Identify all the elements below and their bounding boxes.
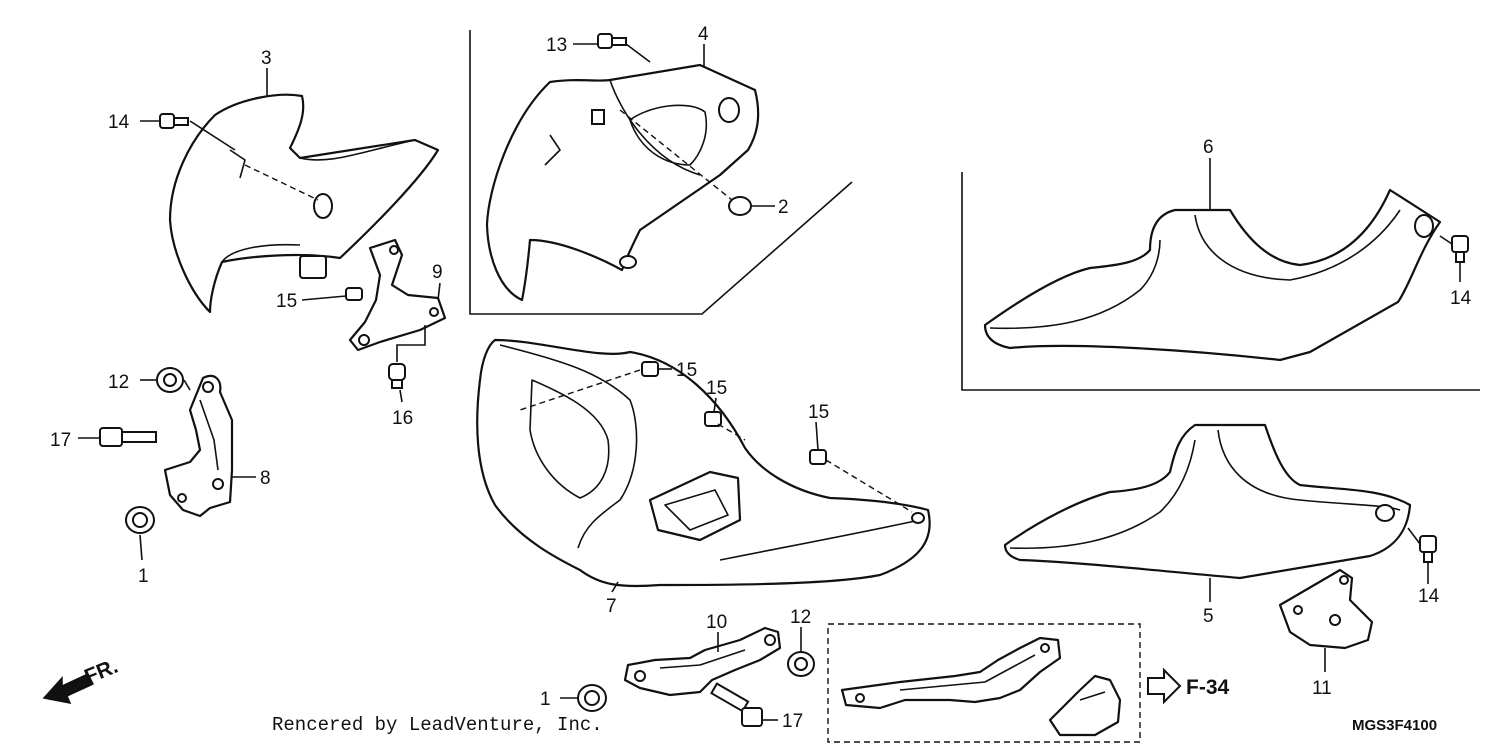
callout-15-center-c: 15 bbox=[808, 402, 829, 423]
callout-11: 11 bbox=[1312, 678, 1332, 699]
front-arrow-label: FR. bbox=[81, 655, 121, 689]
screw-14-lower-right[interactable] bbox=[1419, 535, 1437, 563]
callout-15-center-b: 15 bbox=[706, 378, 727, 399]
bolt-17-lower[interactable] bbox=[710, 682, 763, 727]
grommet-1-lower[interactable] bbox=[577, 684, 607, 712]
screw-14-upper-right[interactable] bbox=[1451, 235, 1469, 263]
right-frame bbox=[961, 172, 1480, 391]
clip-2[interactable] bbox=[728, 196, 752, 216]
screw-15-center-b[interactable] bbox=[704, 411, 722, 427]
screw-15-center-c[interactable] bbox=[809, 449, 827, 465]
callout-10: 10 bbox=[706, 612, 727, 633]
screw-16[interactable] bbox=[388, 363, 406, 389]
screw-15-left[interactable] bbox=[345, 287, 363, 301]
callout-2: 2 bbox=[778, 197, 789, 218]
callout-1-lower: 1 bbox=[540, 689, 551, 710]
grommet-12-lower[interactable] bbox=[787, 651, 815, 677]
screw-14-left[interactable] bbox=[159, 113, 189, 129]
grommet-1-upper[interactable] bbox=[125, 506, 155, 534]
callout-4: 4 bbox=[698, 24, 709, 45]
callout-6: 6 bbox=[1203, 137, 1214, 158]
part-3-side-cowl[interactable] bbox=[168, 93, 440, 314]
part-5-under-cowl[interactable] bbox=[1003, 423, 1412, 580]
part-8-bracket[interactable] bbox=[163, 374, 234, 518]
callout-15-left: 15 bbox=[276, 291, 297, 312]
callout-14-lower-right: 14 bbox=[1418, 586, 1440, 607]
part-6-under-cowl[interactable] bbox=[983, 188, 1442, 362]
credit-caption: Rencered by LeadVenture, Inc. bbox=[272, 714, 603, 736]
callout-15-center-a: 15 bbox=[676, 360, 697, 381]
upper-center-frame bbox=[469, 30, 853, 315]
callout-8: 8 bbox=[260, 468, 271, 489]
reference-label: F-34 bbox=[1186, 676, 1230, 699]
callout-14-left: 14 bbox=[108, 112, 130, 133]
callout-13: 13 bbox=[546, 35, 567, 56]
part-10-stay[interactable] bbox=[623, 626, 782, 697]
callout-14-upper-right: 14 bbox=[1450, 288, 1472, 309]
part-11-bracket[interactable] bbox=[1278, 568, 1374, 650]
callout-9: 9 bbox=[432, 262, 443, 283]
part-4-center-cowl[interactable] bbox=[485, 63, 760, 302]
reference-arrow[interactable]: F-34 bbox=[1147, 667, 1230, 705]
callout-1-upper: 1 bbox=[138, 566, 149, 587]
screw-13[interactable] bbox=[597, 33, 627, 49]
part-9-stay[interactable] bbox=[348, 238, 447, 352]
callout-5: 5 bbox=[1203, 606, 1214, 627]
inset-frame bbox=[827, 623, 1141, 743]
part-7-lower-cowl[interactable] bbox=[476, 338, 931, 588]
callout-17-lower: 17 bbox=[782, 711, 803, 732]
callout-3: 3 bbox=[261, 48, 272, 69]
front-direction-arrow: FR. bbox=[42, 655, 121, 705]
diagram-code: MGS3F4100 bbox=[1352, 717, 1437, 734]
callout-12-upper: 12 bbox=[108, 372, 129, 393]
callout-16: 16 bbox=[392, 408, 413, 429]
grommet-12-upper[interactable] bbox=[156, 367, 184, 393]
callout-7: 7 bbox=[606, 596, 617, 617]
callout-17-upper: 17 bbox=[50, 430, 71, 451]
inset-bracket-assembly[interactable] bbox=[840, 636, 1122, 737]
screw-15-center-a[interactable] bbox=[641, 361, 659, 377]
callout-12-lower: 12 bbox=[790, 607, 811, 628]
bolt-17-upper[interactable] bbox=[99, 427, 157, 447]
